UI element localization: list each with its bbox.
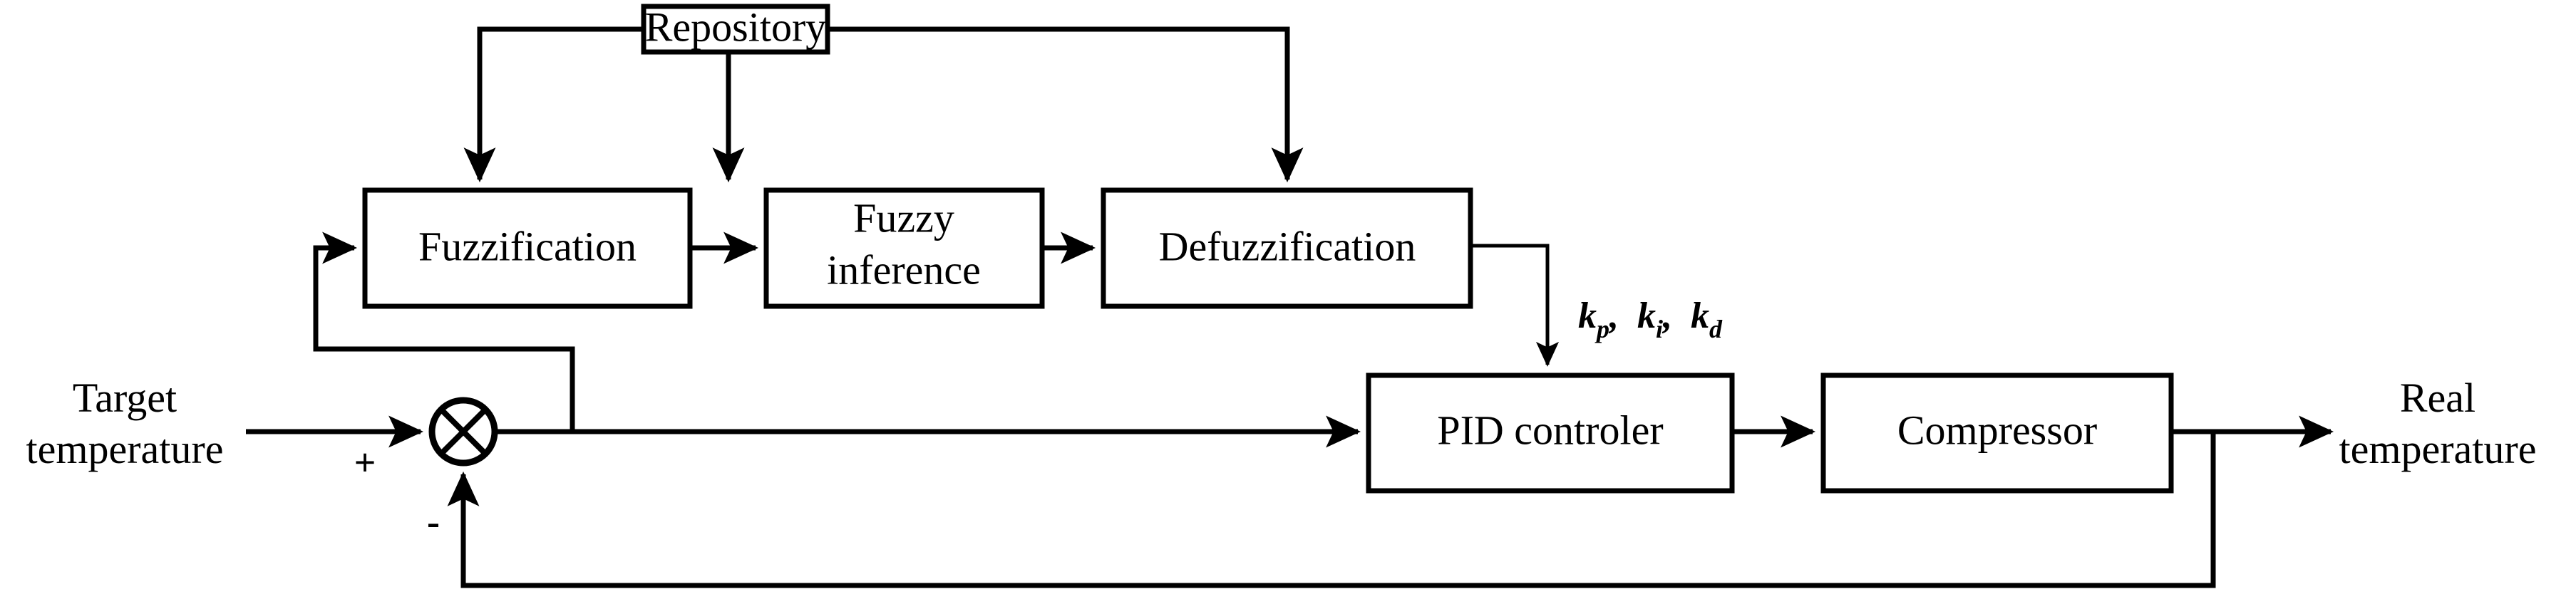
target-temperature-label: Target temperature: [26, 375, 224, 472]
gain-kp-sub: p: [1594, 315, 1609, 343]
target-temperature-line1: Target: [73, 375, 177, 421]
block-compressor-rect[interactable]: [1820, 373, 2174, 494]
block-pid-controller[interactable]: PID controler: [1366, 373, 1735, 494]
wire-defuzzification-to-pid: [1470, 244, 1560, 367]
gain-kd-sub: d: [1709, 315, 1723, 343]
block-fuzzy-inference[interactable]: Fuzzy inference: [763, 187, 1045, 309]
block-fuzzy-inference-label-line1: Fuzzy: [853, 194, 954, 241]
block-pid-controller-label: PID controler: [1437, 407, 1663, 453]
real-temperature-line2: temperature: [2339, 426, 2537, 472]
block-defuzzification[interactable]: Defuzzification: [1101, 187, 1473, 309]
wire-repository-to-defuzzification: [828, 26, 1304, 183]
gain-ki-sub: i: [1656, 315, 1663, 343]
summing-junction-cross-stroke-2: [440, 408, 487, 455]
block-defuzzification-label: Defuzzification: [1159, 223, 1416, 269]
block-compressor-label: Compressor: [1897, 407, 2097, 453]
block-fuzzification-label: Fuzzification: [418, 223, 637, 269]
wire-repository-to-fuzzification: [463, 26, 644, 183]
wire-feedback-loop: [447, 432, 2216, 588]
minus-sign-label: -: [427, 500, 440, 543]
block-repository[interactable]: Repository: [641, 4, 830, 55]
plus-sign-label: +: [354, 441, 376, 484]
block-fuzzy-inference-rect[interactable]: [763, 187, 1045, 309]
svg-text:kp,ki,kd: kp,ki,kd: [1578, 296, 1723, 343]
pid-gains-label: kp,ki,kd: [1578, 296, 1723, 343]
real-temperature-line1: Real: [2400, 375, 2475, 421]
real-temperature-label: Real temperature: [2339, 375, 2537, 472]
block-fuzzification[interactable]: Fuzzification: [362, 187, 693, 309]
block-fuzzification-rect[interactable]: [362, 187, 693, 309]
summing-junction[interactable]: [428, 397, 498, 467]
target-temperature-line2: temperature: [26, 426, 224, 472]
gain-kp-base: k: [1578, 296, 1597, 336]
block-repository-rect[interactable]: [641, 4, 830, 55]
block-repository-label: Repository: [645, 4, 827, 50]
gain-ki-base: k: [1637, 296, 1656, 336]
gain-sep-2: ,: [1661, 296, 1672, 336]
gain-sep-1: ,: [1608, 296, 1619, 336]
block-pid-controller-rect[interactable]: [1366, 373, 1735, 494]
block-fuzzy-inference-label-line2: inference: [827, 246, 981, 293]
block-compressor[interactable]: Compressor: [1820, 373, 2174, 494]
gain-kd-base: k: [1691, 296, 1709, 336]
wire-error-to-fuzzification: [313, 231, 575, 432]
block-defuzzification-rect[interactable]: [1101, 187, 1473, 309]
